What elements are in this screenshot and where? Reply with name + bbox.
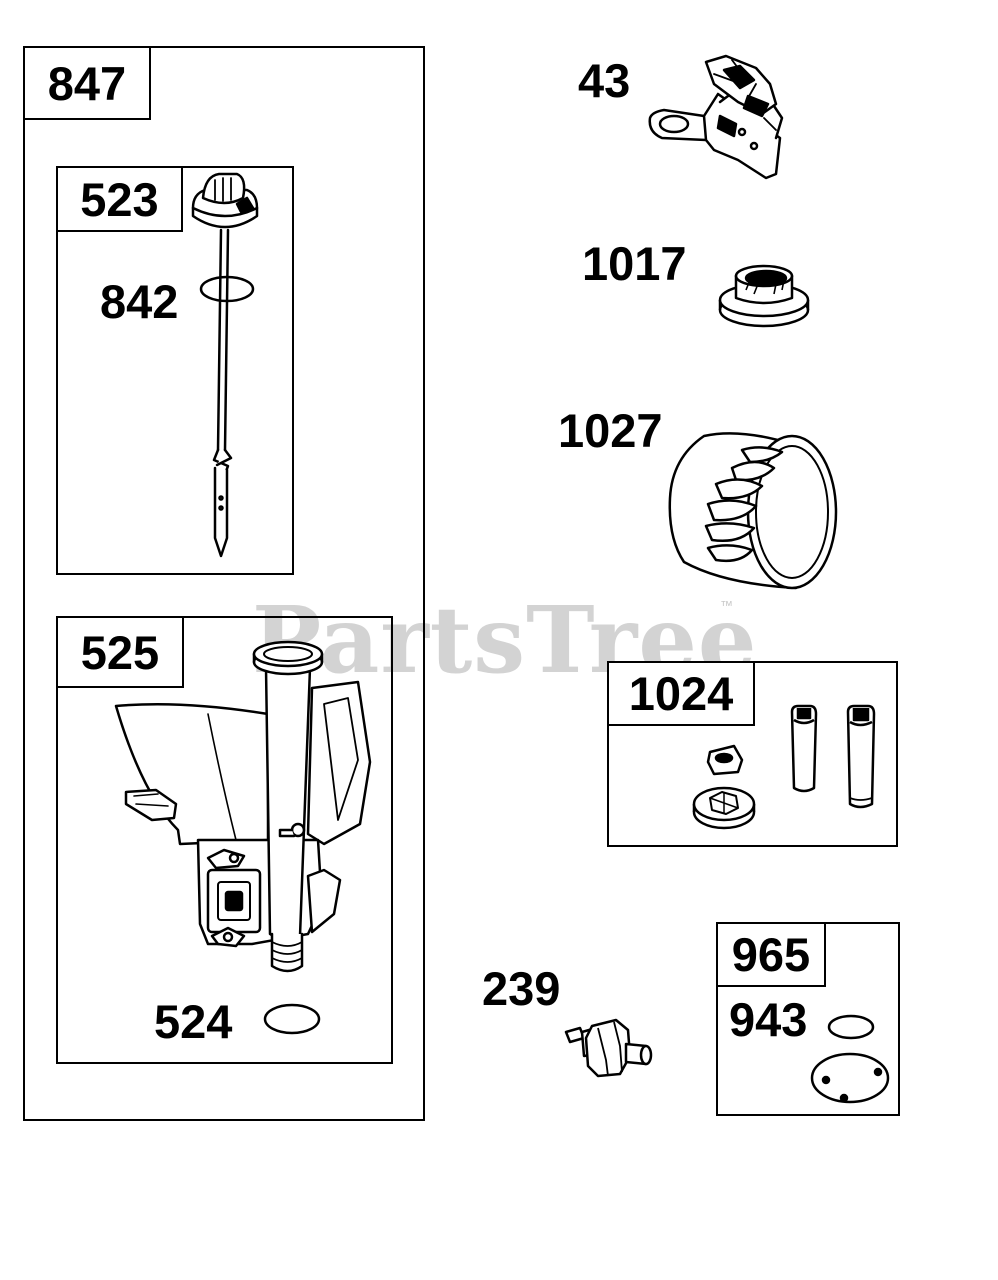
kit-847-label[interactable]: 847 [25,48,151,120]
o-ring-524[interactable] [262,1002,322,1036]
oil-pressure-switch-drawing[interactable] [562,1014,654,1084]
drain-plug-drawing[interactable] [690,742,760,832]
watermark-trademark: ™ [720,598,733,613]
kit-965-frame: 965 [716,922,900,1116]
part-1017-label[interactable]: 1017 [582,237,687,290]
drain-adapter-right-drawing[interactable] [842,702,878,812]
o-ring-842[interactable] [198,274,256,304]
gasket-943-drawing[interactable] [826,1012,876,1042]
oil-seal-drawing[interactable] [716,262,812,330]
dipstick-tube-drawing[interactable] [112,644,374,974]
dipstick-drawing[interactable] [185,168,265,563]
part-842-label[interactable]: 842 [100,275,179,328]
kit-1024-frame: 1024 [607,661,898,847]
part-524-label[interactable]: 524 [154,995,233,1048]
governor-bracket-drawing[interactable] [644,54,794,182]
kit-965-label[interactable]: 965 [718,924,826,987]
cover-plate-drawing[interactable] [808,1050,892,1106]
part-943-label[interactable]: 943 [729,993,808,1046]
kit-525-label[interactable]: 525 [58,618,184,688]
part-43-label[interactable]: 43 [578,54,631,107]
kit-523-label[interactable]: 523 [58,168,183,232]
part-1027-label[interactable]: 1027 [558,404,663,457]
kit-525-frame: 525 [56,616,393,1064]
kit-847-frame: 847 [23,46,425,1121]
kit-1024-label[interactable]: 1024 [609,663,755,726]
oil-filter-drawing[interactable] [664,428,840,594]
drain-adapter-left-drawing[interactable] [786,702,820,796]
kit-523-frame: 523 [56,166,294,575]
part-239-label[interactable]: 239 [482,962,561,1015]
